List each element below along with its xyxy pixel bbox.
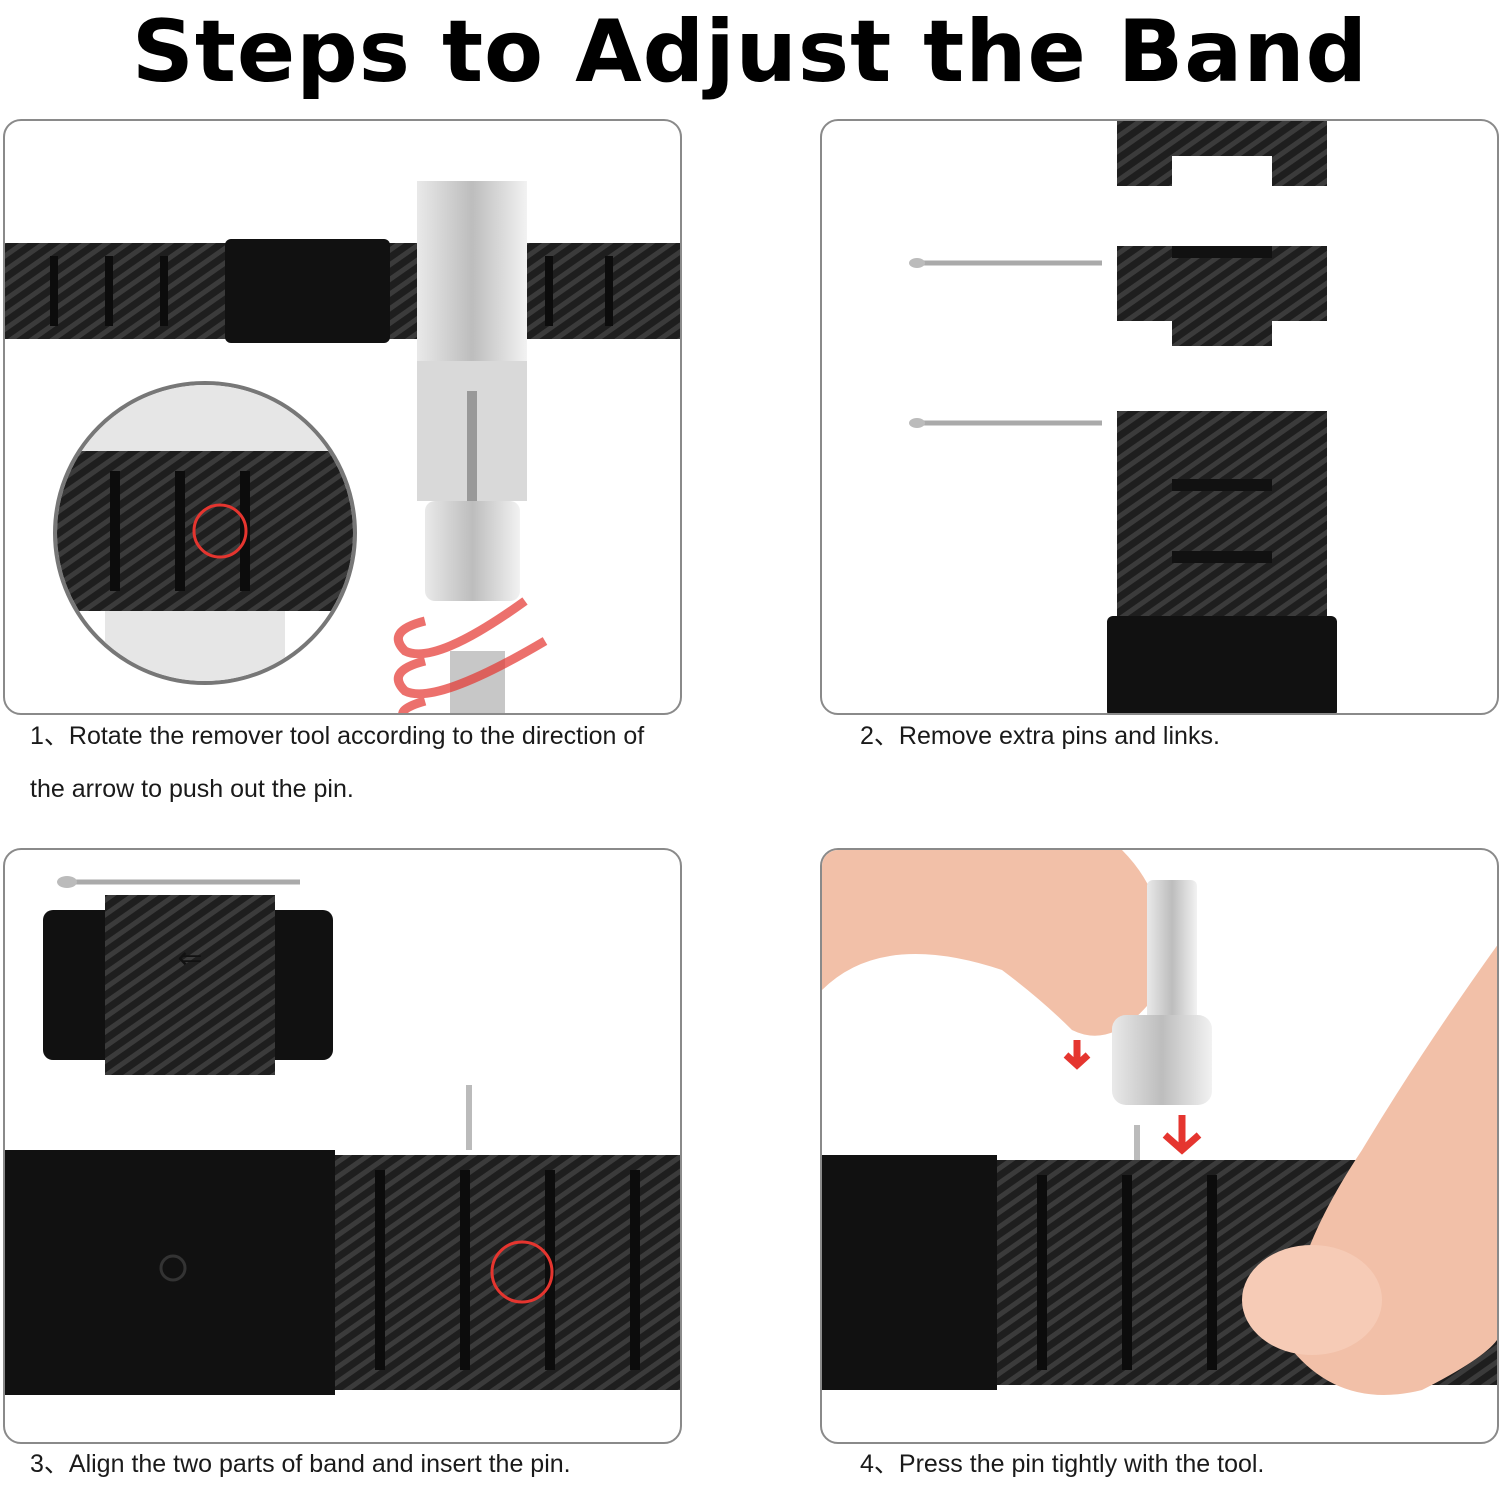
page-title: Steps to Adjust the Band [131, 2, 1369, 102]
step-1-panel [3, 119, 682, 715]
magnifier-circle-icon [53, 381, 357, 685]
step-2-panel [820, 119, 1499, 715]
step-4-caption-line-1: 4、Press the pin tightly with the tool. [860, 1450, 1265, 1478]
step-2-caption: 2、Remove extra pins and links. [860, 710, 1480, 763]
step-1-caption-line-1: 1、Rotate the remover tool according to t… [30, 722, 645, 750]
pin-icon [909, 258, 1102, 268]
step-3-caption-line-1: 3、Align the two parts of band and insert… [30, 1450, 571, 1478]
step-1-caption: 1、Rotate the remover tool according to t… [30, 710, 690, 816]
step-1-caption-line-2: the arrow to push out the pin. [30, 775, 354, 803]
pin-icon [57, 876, 300, 888]
band-link-stack [1107, 411, 1337, 713]
step-3-panel: ⇐ [3, 848, 682, 1444]
step-4-caption: 4、Press the pin tightly with the tool. [860, 1438, 1480, 1491]
step-2-caption-line-1: 2、Remove extra pins and links. [860, 722, 1220, 750]
pin-remover-tool-icon [417, 181, 527, 713]
band-link-top [1117, 121, 1327, 186]
step-3-caption: 3、Align the two parts of band and insert… [30, 1438, 690, 1491]
hand-thumb [822, 850, 1497, 1395]
pin-remover-tool-icon [1112, 880, 1212, 1160]
svg-text:⇐: ⇐ [177, 941, 202, 976]
band-clasp [225, 239, 390, 343]
band-joined [5, 1150, 680, 1395]
rotate-arrow-icon [393, 597, 548, 713]
pin-icon [909, 418, 1102, 428]
step-4-panel [820, 848, 1499, 1444]
band-link-middle [1117, 246, 1327, 346]
band-link-detached: ⇐ [43, 895, 333, 1075]
down-arrow-icon [1063, 1040, 1202, 1155]
